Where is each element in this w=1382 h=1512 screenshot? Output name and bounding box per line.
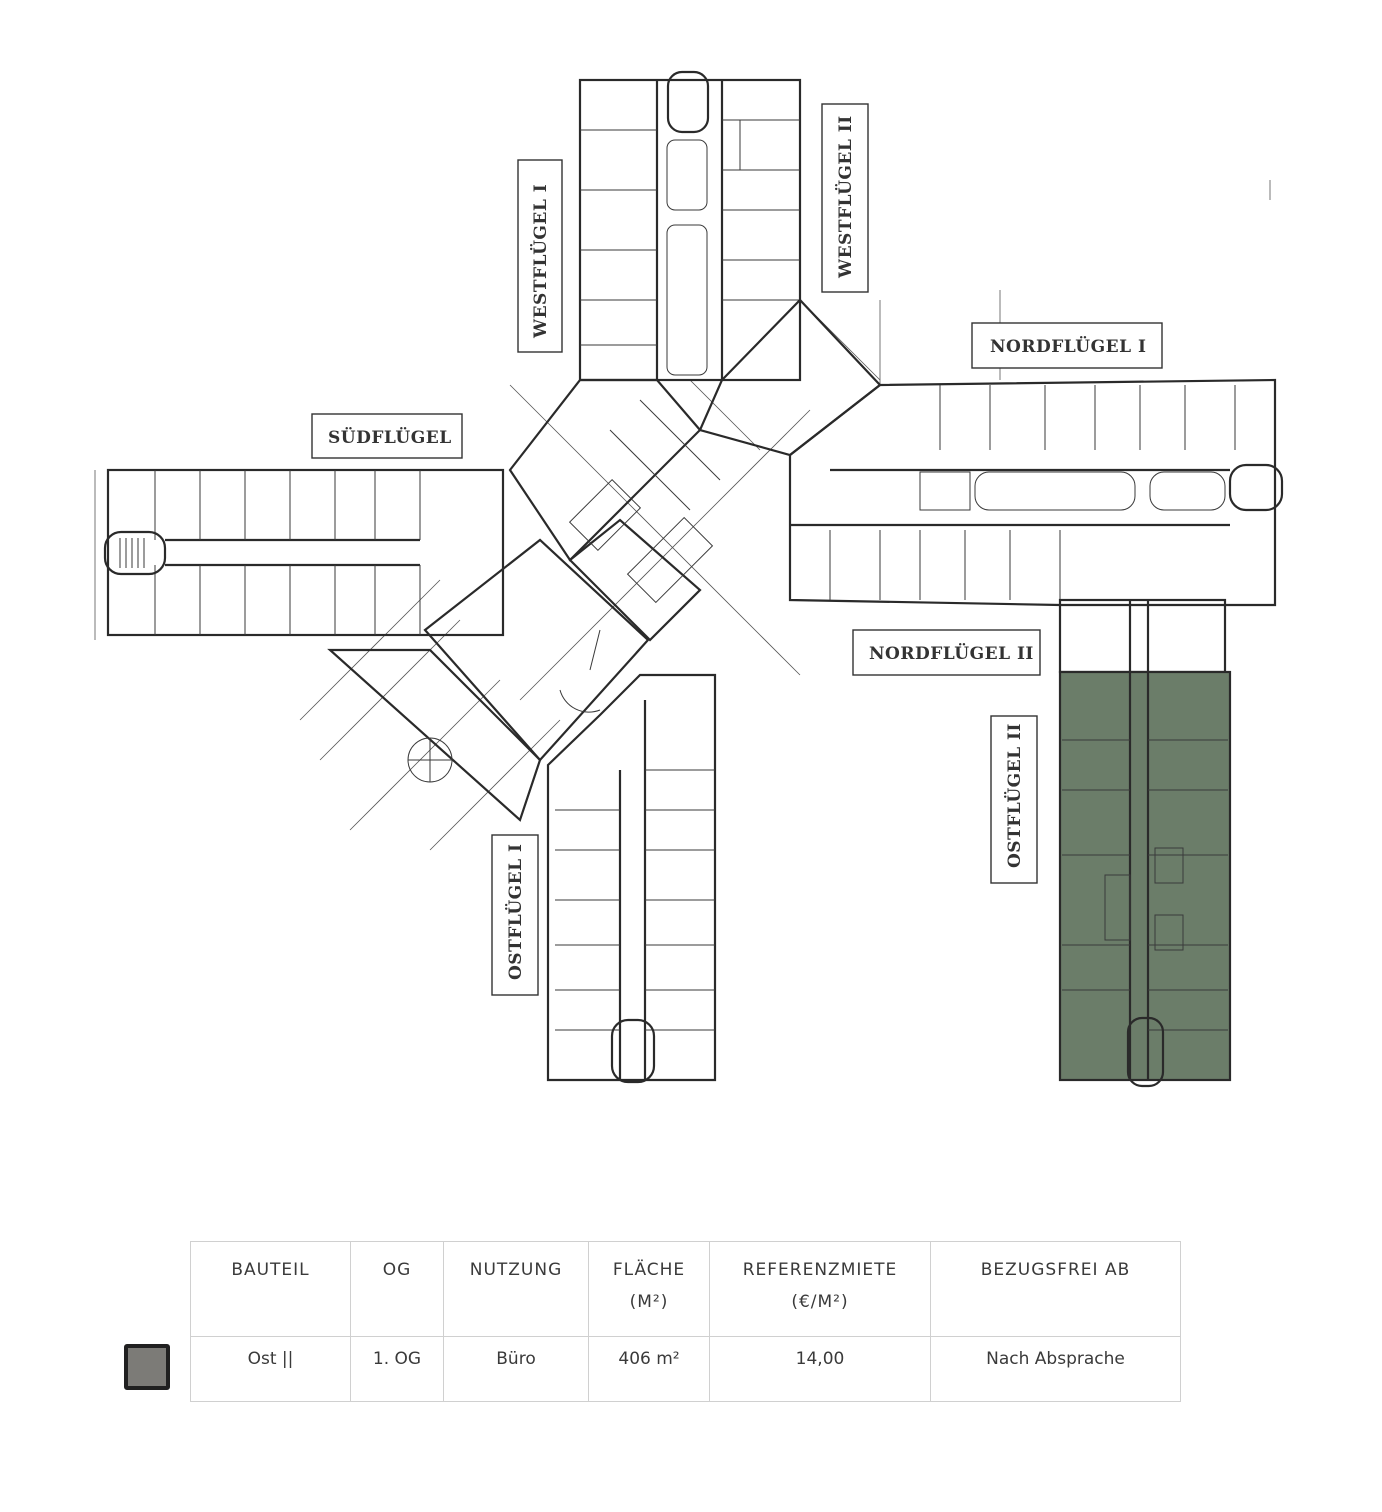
header-bauteil: BAUTEIL <box>190 1241 351 1337</box>
cell-nutzung: Büro <box>443 1336 589 1402</box>
east-wing-1 <box>546 673 717 1084</box>
header-referenzmiete: REFERENZMIETE(€/M²) <box>709 1241 931 1337</box>
cell-bezugsfrei: Nach Absprache <box>930 1336 1181 1402</box>
label-nordfluegel-2: NORDFLÜGEL II <box>852 629 1041 676</box>
legend-swatch <box>124 1344 170 1390</box>
label-ostfluegel-1: OSTFLÜGEL I <box>491 834 539 996</box>
svg-text:OSTFLÜGEL II: OSTFLÜGEL II <box>1004 723 1025 868</box>
west-wings <box>578 70 802 382</box>
east-wing-2 <box>1058 598 1232 1088</box>
svg-text:OSTFLÜGEL I: OSTFLÜGEL I <box>505 844 526 980</box>
svg-text:NORDFLÜGEL II: NORDFLÜGEL II <box>869 643 1034 664</box>
cell-flaeche: 406 m² <box>588 1336 710 1402</box>
cell-bauteil: Ost || <box>190 1336 351 1402</box>
cell-referenzmiete: 14,00 <box>709 1336 931 1402</box>
south-wing <box>103 468 505 637</box>
header-og: OG <box>350 1241 444 1337</box>
label-suedfluegel: SÜDFLÜGEL <box>311 413 463 459</box>
svg-text:NORDFLÜGEL I: NORDFLÜGEL I <box>990 336 1146 357</box>
label-ostfluegel-2: OSTFLÜGEL II <box>990 715 1038 884</box>
header-bezugsfrei: BEZUGSFREI AB <box>930 1241 1181 1337</box>
availability-table: BAUTEIL OG NUTZUNG FLÄCHE(M²) REFERENZMI… <box>190 1241 1181 1402</box>
floor-plan: WESTFLÜGEL I WESTFLÜGEL II NORDFLÜGEL I … <box>94 70 1284 1088</box>
svg-text:SÜDFLÜGEL: SÜDFLÜGEL <box>328 427 452 448</box>
table-header-row: BAUTEIL OG NUTZUNG FLÄCHE(M²) REFERENZMI… <box>190 1241 1181 1337</box>
construction-lines <box>94 180 1271 851</box>
central-hall <box>423 538 650 762</box>
svg-text:WESTFLÜGEL I: WESTFLÜGEL I <box>530 184 551 339</box>
header-nutzung: NUTZUNG <box>443 1241 589 1337</box>
hub-connectors <box>508 298 882 642</box>
svg-text:WESTFLÜGEL II: WESTFLÜGEL II <box>835 115 856 279</box>
north-wings <box>788 378 1284 607</box>
label-westfluegel-1: WESTFLÜGEL I <box>517 159 563 353</box>
entrance-wing <box>327 648 542 822</box>
label-westfluegel-2: WESTFLÜGEL II <box>821 103 869 293</box>
label-nordfluegel-1: NORDFLÜGEL I <box>971 322 1163 369</box>
table-row: Ost || 1. OG Büro 406 m² 14,00 Nach Absp… <box>190 1336 1181 1402</box>
header-flaeche: FLÄCHE(M²) <box>588 1241 710 1337</box>
cell-og: 1. OG <box>350 1336 444 1402</box>
